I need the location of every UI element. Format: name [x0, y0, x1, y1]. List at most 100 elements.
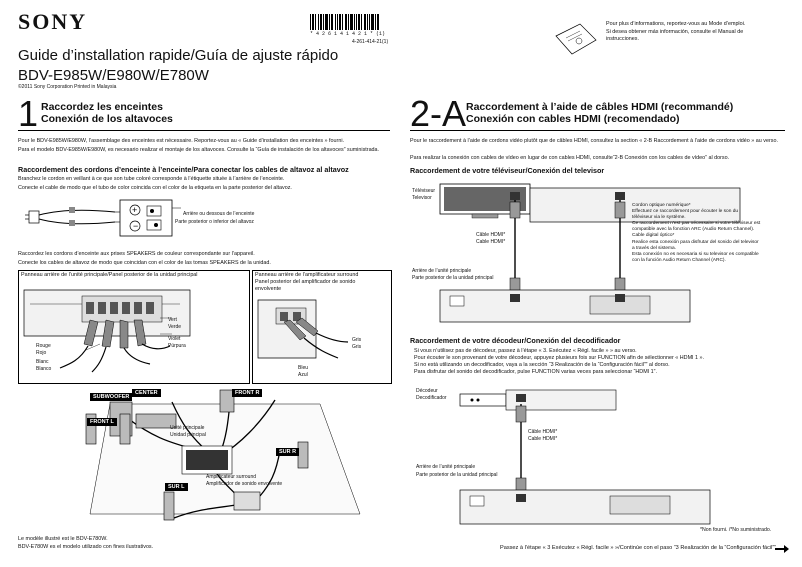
tv-connection-illustration: [439, 183, 741, 323]
copyright: ©2011 Sony Corporation Printed in Malays…: [18, 84, 117, 90]
color-blanco: Blanco: [36, 366, 52, 372]
step-2a-number: 2-A: [410, 93, 467, 134]
optical-note-line: Ce raccordement n’est pas nécessaire si …: [632, 221, 761, 227]
amp-label-fr: Amplificateur surround: [206, 474, 257, 480]
tv-connection-heading: Raccordement de votre téléviseur/Conexió…: [410, 166, 605, 175]
surround-panel-label-1: Panneau arrière de l’amplificateur surro…: [255, 272, 359, 278]
decoder-label-es: Decodificador: [416, 395, 447, 401]
speaker-tag-front-r: FRONT R: [232, 389, 263, 397]
color-violet: Violet: [168, 336, 181, 342]
speaker-cord-heading: Raccordement des cordons d’enceinte à l’…: [18, 165, 349, 174]
speaker-tag-sur-l: SUR L: [165, 483, 188, 491]
color-rojo: Rojo: [36, 350, 47, 356]
model-numbers: BDV-E985W/E980W/E780W: [18, 67, 209, 84]
decoder-instruction-line: Pour écouter le son provenant de votre d…: [414, 355, 705, 361]
optical-note-line: téléviseur via le système.: [632, 215, 686, 221]
optical-note-line: con la función Audio Return Channel (ARC…: [632, 257, 726, 263]
model-note-fr: Le modèle illustré est le BDV-E780W.: [18, 536, 108, 542]
color-purpura: Púrpura: [168, 343, 186, 349]
color-gris-fr: Gris: [352, 337, 362, 343]
optical-note-line: a través del sistema.: [632, 245, 676, 251]
speaker-cord-es: Conecte el cable de modo que el tubo de …: [18, 185, 292, 191]
decoder-connection-illustration: [459, 389, 711, 525]
color-verde: Verde: [168, 324, 182, 330]
barcode-text: * 4 2 6 1 4 1 4 2 1 * (1): [310, 31, 386, 37]
tv-label-fr: Téléviseur: [412, 188, 436, 194]
connect-fr: Raccordez les cordons d’enceinte aux pri…: [18, 251, 255, 257]
rear-label-fr: Arrière ou dessous de l’enceinte: [183, 211, 255, 217]
speaker-tag-front-l: FRONT L: [87, 418, 117, 426]
optical-note-line: compatible avec la fonction ARC (Audio R…: [632, 227, 755, 233]
svg-text:+: +: [132, 205, 137, 215]
section2-title-es: Conexión con cables HDMI (recomendado): [466, 113, 680, 125]
speaker-tag-subwoofer: SUBWOOFER: [90, 393, 133, 401]
room-layout-illustration: [85, 389, 361, 521]
rear-main-unit-fr: Arrière de l’unité principale: [412, 268, 472, 274]
decoder-instruction-line: Si vous n’utilisez pas de décodeur, pass…: [414, 348, 637, 354]
surround-amp-rear-illustration: [257, 299, 349, 359]
rear-main-unit-es: Parte posterior de la unidad principal: [412, 275, 494, 281]
barcode: [310, 14, 379, 30]
rear-label-es: Parte posterior o inferior del altavoz: [175, 219, 254, 225]
hdmi-cable-label-fr: Câble HDMI*: [476, 232, 506, 238]
tv-label-es: Televisor: [412, 195, 432, 201]
section2-intro-es: Para realizar la conexión con cables de …: [410, 155, 730, 161]
amp-label-es: Amplificador de sonido envolvente: [206, 481, 283, 487]
info-es: Si desea obtener más información, consul…: [606, 29, 744, 42]
surround-panel-label-2: Panel posterior del amplificador de soni…: [255, 279, 356, 285]
color-vert: Vert: [168, 317, 177, 323]
decoder-label-fr: Décodeur: [416, 388, 438, 394]
color-blanc: Blanc: [36, 359, 49, 365]
decoder-rear-label-es: Parte posterior de la unidad principal: [416, 472, 498, 478]
optical-note-line: Effectuez ce raccordement pour écouter l…: [632, 209, 739, 215]
speaker-tag-sur-r: SUR R: [276, 448, 300, 456]
decoder-heading: Raccordement de votre décodeur/Conexión …: [410, 336, 621, 345]
section1-intro-es: Para el modelo BDV-E985W/E980W, es neces…: [18, 147, 380, 153]
surround-panel-label-3: envolvente: [255, 286, 282, 292]
decoder-hdmi-label-es: Cable HDMI*: [528, 436, 558, 442]
optical-note-line: Esta conexión no es necesaria si su tele…: [632, 251, 759, 257]
optical-cable-note: Cordon optique numérique* Effectuez ce r…: [632, 203, 788, 264]
arrow-right-icon: [775, 545, 789, 553]
decoder-instruction-line: Si no está utilizando un decodificador, …: [414, 362, 670, 368]
optical-note-line: Realice esta conexión para disfrutar del…: [632, 239, 759, 245]
sony-logo: SONY: [18, 9, 88, 34]
optical-note-line: Cordon optique numérique*: [632, 203, 691, 208]
color-bleu: Bleu: [298, 365, 309, 371]
decoder-rear-label-fr: Arrière de l’unité principale: [416, 464, 476, 470]
main-unit-panel-box: [18, 270, 250, 384]
color-gris-es: Gris: [352, 344, 362, 350]
step-1-number: 1: [18, 93, 39, 134]
section2-title-fr: Raccordement à l’aide de câbles HDMI (re…: [466, 101, 734, 113]
section1-intro-fr: Pour le BDV-E985W/E980W, l’assemblage de…: [18, 138, 345, 144]
main-unit-panel-label: Panneau arrière de l’unité principale/Pa…: [21, 272, 198, 278]
section1-title-fr: Raccordez les enceintes: [41, 101, 163, 113]
decoder-instructions: Si vous n’utilisez pas de décodeur, pass…: [414, 348, 786, 376]
not-supplied-note: *Non fourni. /*No suministrado.: [700, 527, 772, 533]
part-number: 4-261-414-21(1): [352, 39, 389, 45]
color-rouge: Rouge: [36, 343, 51, 349]
main-unit-rear-illustration: [23, 289, 191, 373]
manual-icon: [555, 23, 597, 55]
divider: [410, 130, 785, 131]
divider: [18, 130, 390, 131]
page-title: Guide d’installation rapide/Guía de ajus…: [18, 47, 339, 64]
decoder-hdmi-label-fr: Câble HDMI*: [528, 429, 558, 435]
decoder-instruction-line: Para disfrutar del sonido del decodifica…: [414, 369, 657, 375]
hdmi-cable-label-es: Cable HDMI*: [476, 239, 506, 245]
color-azul: Azul: [298, 372, 308, 378]
speaker-cord-illustration: + −: [25, 199, 181, 237]
next-step-note: Passez à l’étape « 3 Exécutez « Régl. fa…: [500, 545, 777, 551]
speaker-cord-fr: Branchez le cordon en veillant à ce que …: [18, 176, 285, 182]
unit-label-es: Unidad principal: [170, 432, 206, 438]
section1-title-es: Conexión de los altavoces: [41, 113, 173, 125]
section2-intro-fr: Pour le raccordement à l’aide de cordons…: [410, 138, 778, 144]
svg-text:−: −: [133, 221, 138, 231]
connect-es: Conecte los cables de altavoz de modo qu…: [18, 260, 271, 266]
model-note-es: BDV-E780W es el modelo utilizado con fin…: [18, 544, 154, 550]
optical-note-line: Cable digital óptico*: [632, 233, 675, 239]
unit-label-fr: Unité principale: [170, 425, 205, 431]
speaker-tag-center: CENTER: [132, 389, 161, 397]
info-fr: Pour plus d’informations, reportez-vous …: [606, 21, 746, 27]
surround-panel-box: [252, 270, 392, 384]
